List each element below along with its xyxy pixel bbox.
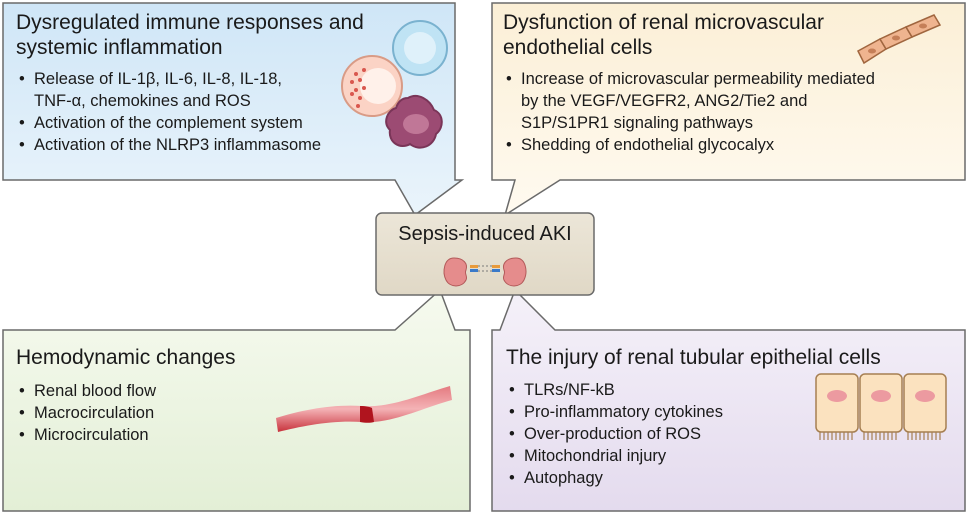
list-item: Microcirculation	[16, 424, 376, 446]
hemodynamic-panel-title: Hemodynamic changes	[16, 346, 236, 369]
endothelial-bullet-list: Increase of microvascular permeability m…	[503, 68, 943, 156]
list-item: Increase of microvascular permeability m…	[503, 68, 943, 134]
center-title: Sepsis-induced AKI	[398, 223, 572, 245]
immune-title-line-1: Dysregulated immune responses and	[16, 11, 364, 34]
list-item: Activation of the NLRP3 inflammasome	[16, 134, 396, 156]
list-item: Macrocirculation	[16, 402, 376, 424]
endothelial-panel-title: Dysfunction of renal microvascular endot…	[503, 10, 943, 60]
immune-panel: Dysregulated immune responses and system…	[16, 10, 396, 156]
immune-bullet-list: Release of IL-1β, IL-6, IL-8, IL-18,TNF-…	[16, 68, 396, 156]
endothelial-panel: Dysfunction of renal microvascular endot…	[503, 10, 943, 156]
immune-panel-title: Dysregulated immune responses and system…	[16, 10, 396, 60]
list-item: Pro-inflammatory cytokines	[506, 401, 946, 423]
list-item: Shedding of endothelial glycocalyx	[503, 134, 943, 156]
list-item: Activation of the complement system	[16, 112, 396, 134]
tubular-panel-title: The injury of renal tubular epithelial c…	[506, 346, 881, 369]
list-item: Mitochondrial injury	[506, 445, 946, 467]
list-item: Release of IL-1β, IL-6, IL-8, IL-18,TNF-…	[16, 68, 396, 112]
immune-title-line-2: systemic inflammation	[16, 36, 223, 59]
immune-cells-icon	[341, 20, 448, 149]
list-item: TLRs/NF-kB	[506, 379, 946, 401]
tubular-panel: The injury of renal tubular epithelial c…	[506, 345, 946, 489]
list-item: Autophagy	[506, 467, 946, 489]
endothelial-cells-icon	[857, 14, 942, 65]
endothelial-title-line-2: endothelial cells	[503, 36, 653, 59]
tubular-epithelial-cells-icon	[815, 373, 947, 440]
list-item: Over-production of ROS	[506, 423, 946, 445]
tubular-bullet-list: TLRs/NF-kB Pro-inflammatory cytokines Ov…	[506, 379, 946, 489]
endothelial-title-line-1: Dysfunction of renal microvascular	[503, 11, 824, 34]
center-box	[375, 212, 595, 296]
kidneys-icon	[443, 257, 527, 287]
list-item: Renal blood flow	[16, 380, 376, 402]
hemodynamic-bullet-list: Renal blood flow Macrocirculation Microc…	[16, 380, 376, 446]
blood-vessel-icon	[276, 386, 452, 432]
hemodynamic-panel: Hemodynamic changes Renal blood flow Mac…	[16, 345, 376, 446]
